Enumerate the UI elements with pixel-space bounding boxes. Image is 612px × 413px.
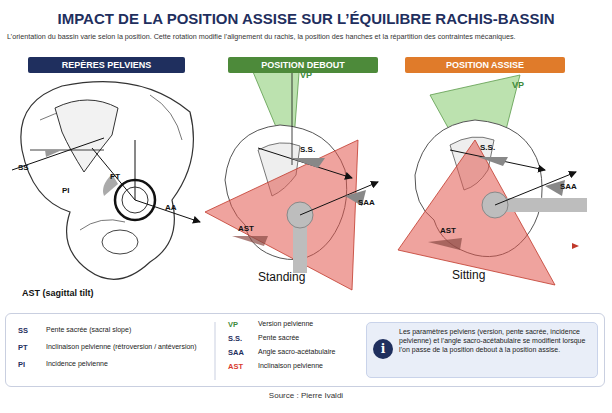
angle-label: SAA	[560, 182, 577, 192]
glossary-text: Incidence pelvienne	[46, 360, 108, 368]
info-icon: i	[373, 339, 393, 359]
angle-label: SAA	[358, 198, 375, 208]
header-text: POSITION ASSISE	[405, 57, 565, 73]
sacro-acetabular-arrow	[300, 182, 378, 215]
angle-label: AST	[238, 224, 254, 234]
sacro-acetabular-arrow	[495, 172, 576, 205]
glossary-text: Angle sacro-acétabulaire	[258, 348, 335, 356]
angle-label: PT	[110, 172, 120, 182]
glossary-text: Pente sacrée (sacral slope)	[46, 326, 131, 334]
axis-label: AA	[165, 203, 177, 213]
info-letter: i	[373, 339, 393, 359]
glossary-abbr: PT	[18, 343, 28, 352]
pelvic-tilt-triangle	[398, 140, 555, 285]
glossary-abbr: AST	[228, 362, 243, 371]
angle-wedge	[232, 236, 268, 246]
sacral-slope-arrow	[450, 150, 545, 170]
glossary-abbr: SS	[18, 326, 28, 335]
glossary-text: Version pelvienne	[258, 320, 313, 328]
glossary-abbr: VP	[228, 320, 238, 329]
angle-label: AST	[440, 226, 456, 236]
angle-label: VP	[300, 70, 312, 81]
angle-wedge	[428, 238, 462, 250]
glossary-abbr: PI	[18, 360, 25, 369]
column-divider	[215, 322, 216, 380]
angle-wedge	[290, 158, 325, 168]
angle-label: S.S.	[300, 145, 315, 155]
source-caption: Source : Pierre Ivaldi	[0, 391, 612, 401]
info-text: Les paramètres pelviens (version, pente …	[399, 328, 593, 354]
vertical-line	[135, 140, 136, 200]
angle-wedge	[45, 150, 62, 157]
glossary-abbr: SAA	[228, 348, 244, 357]
pelvic-tilt-triangle	[205, 140, 358, 290]
vertical-line	[292, 60, 293, 165]
subtitle: L’orientation du bassin varie selon la p…	[7, 33, 607, 42]
header-band: REPÈRES PELVIENS	[28, 57, 185, 73]
small-arrow	[572, 243, 579, 249]
pelvis-contour	[40, 95, 182, 230]
figure-caption: AST (sagittal tilt)	[22, 288, 94, 299]
glossary-abbr: S.S.	[228, 334, 242, 343]
incidence-line	[92, 148, 135, 200]
angle-label: PI	[62, 186, 70, 196]
axis-arrow	[135, 200, 200, 222]
glossary-text: Inclinaison pelvienne	[258, 362, 323, 370]
glossary-box: SS Pente sacrée (sacral slope) PT Inclinais…	[5, 313, 605, 387]
angle-label: VP	[512, 80, 524, 91]
pelvis-outline	[21, 82, 194, 280]
sacrum	[55, 100, 118, 172]
title: IMPACT DE LA POSITION ASSISE SUR L’ÉQUIL…	[0, 10, 612, 28]
info-box: Les paramètres pelviens (version, pente …	[366, 322, 598, 378]
obturator-foramen	[102, 230, 138, 254]
figure-caption: Standing	[258, 270, 305, 284]
header-text: REPÈRES PELVIENS	[28, 57, 185, 73]
glossary-text: Pente sacrée	[258, 334, 299, 342]
figure-caption: Sitting	[452, 268, 485, 282]
glossary-text: Inclinaison pelvienne (rétroversion / an…	[46, 343, 197, 351]
header-band: POSITION ASSISE	[405, 57, 565, 73]
femur-shaft	[495, 198, 587, 212]
angle-label: S.S.	[480, 143, 495, 153]
angle-wedge	[478, 157, 508, 166]
angle-label: SS	[18, 163, 29, 173]
